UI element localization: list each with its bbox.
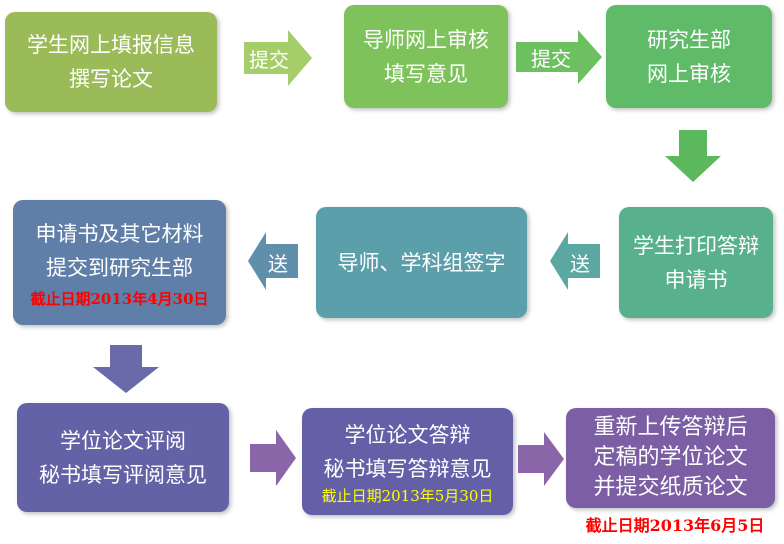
step-text: 秘书填写评阅意见 [39, 462, 207, 487]
step-text: 秘书填写答辩意见 [323, 456, 492, 481]
step-text: 学生打印答辩 [633, 233, 759, 258]
step-text: 研究生部 [647, 27, 731, 52]
step-7-thesis-review: 学位论文评阅 秘书填写评阅意见 [17, 403, 229, 512]
step-6-submit-materials: 申请书及其它材料 提交到研究生部 截止日期2013年4月30日 [13, 200, 226, 325]
arrow-label: 送 [570, 252, 590, 276]
step-text: 导师、学科组签字 [337, 250, 506, 275]
step-text: 网上审核 [647, 61, 731, 86]
deadline-text: 截止日期2013年4月30日 [30, 289, 209, 308]
down-arrow [93, 345, 159, 393]
arrow-label: 送 [268, 252, 288, 276]
final-deadline-text: 截止日期2013年6月5日 [585, 516, 765, 535]
step-text: 并提交纸质论文 [593, 475, 748, 500]
step-text: 学位论文评阅 [60, 428, 186, 453]
step-text: 定稿的学位论文 [593, 445, 748, 470]
right-arrow-submit: 提交 [516, 30, 602, 84]
step-3-grad-dept-review: 研究生部 网上审核 [606, 5, 772, 108]
right-arrow [518, 432, 564, 486]
step-1-fill-info: 学生网上填报信息 撰写论文 [5, 12, 217, 112]
left-arrow-send: 送 [248, 232, 298, 290]
step-text: 填写意见 [384, 61, 468, 86]
deadline-text: 截止日期2013年5月30日 [321, 486, 494, 505]
step-text: 申请书及其它材料 [35, 221, 204, 246]
arrow-label: 提交 [249, 48, 289, 72]
step-text: 学位论文答辩 [344, 422, 471, 447]
step-5-advisor-sign: 导师、学科组签字 [316, 207, 527, 318]
step-text: 导师网上审核 [363, 27, 489, 52]
down-arrow [665, 130, 721, 182]
right-arrow-submit: 提交 [244, 30, 312, 86]
left-arrow-send: 送 [550, 232, 600, 290]
step-text: 撰写论文 [69, 67, 153, 91]
step-text: 学生网上填报信息 [27, 33, 195, 57]
arrow-label: 提交 [531, 47, 571, 71]
step-9-final-upload: 重新上传答辩后 定稿的学位论文 并提交纸质论文 [566, 408, 775, 508]
right-arrow [250, 430, 296, 486]
step-text: 重新上传答辩后 [593, 415, 748, 440]
step-text: 申请书 [664, 267, 728, 292]
step-8-thesis-defense: 学位论文答辩 秘书填写答辩意见 截止日期2013年5月30日 [302, 408, 513, 515]
step-2-advisor-review: 导师网上审核 填写意见 [344, 5, 508, 108]
step-4-print-application: 学生打印答辩 申请书 [619, 207, 773, 318]
step-text: 提交到研究生部 [46, 255, 193, 280]
